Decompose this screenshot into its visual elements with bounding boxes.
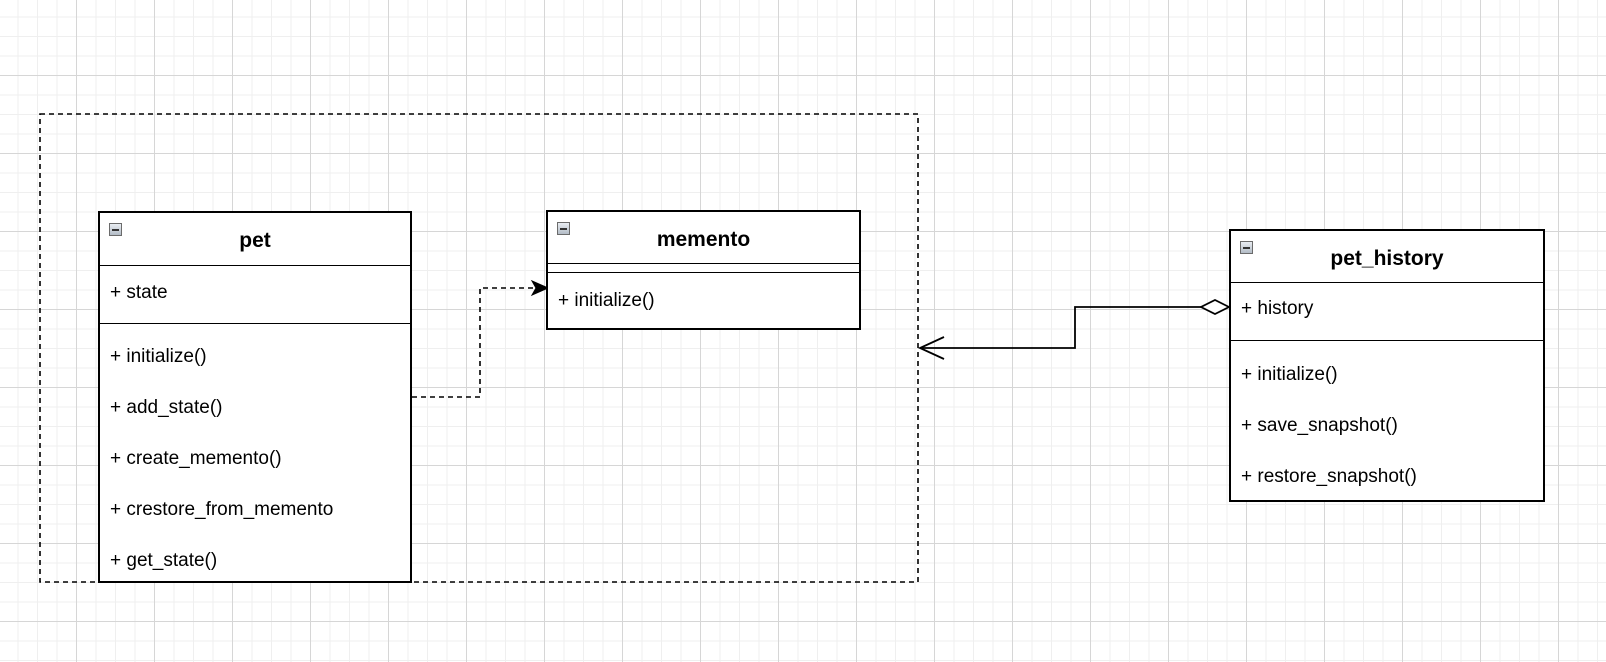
class-pet-history-operations: + initialize() + save_snapshot() + resto…: [1231, 341, 1543, 502]
operation-row[interactable]: + initialize(): [1241, 364, 1338, 385]
collapse-minus-icon[interactable]: [109, 223, 122, 236]
collapse-minus-icon[interactable]: [1240, 241, 1253, 254]
class-pet-history-header[interactable]: pet_history: [1231, 231, 1543, 283]
operation-row[interactable]: + initialize(): [558, 290, 655, 311]
attribute-row[interactable]: + history: [1241, 298, 1314, 319]
association-connector: [920, 306, 1201, 349]
dependency-arrowhead: [530, 279, 550, 297]
class-memento[interactable]: memento + initialize(): [546, 210, 861, 330]
operation-row[interactable]: + create_memento(): [110, 448, 282, 469]
operation-row[interactable]: + get_state(): [110, 550, 218, 571]
class-memento-attributes: [548, 264, 859, 273]
class-pet-history[interactable]: pet_history + history + initialize() + s…: [1229, 229, 1545, 502]
operation-row[interactable]: + crestore_from_memento: [110, 499, 334, 520]
operation-row[interactable]: + save_snapshot(): [1241, 415, 1398, 436]
class-pet-operations: + initialize() + add_state() + create_me…: [100, 324, 410, 586]
aggregation-diamond: [1198, 298, 1232, 316]
attribute-row[interactable]: + state: [110, 282, 168, 303]
class-pet-title: pet: [239, 229, 271, 252]
class-memento-operations: + initialize(): [548, 273, 859, 325]
class-memento-title: memento: [656, 228, 751, 251]
class-pet[interactable]: pet + state + initialize() + add_state()…: [98, 211, 412, 583]
association-open-arrowhead: [917, 336, 945, 360]
operation-row[interactable]: + initialize(): [110, 346, 207, 367]
class-memento-header[interactable]: memento: [548, 212, 859, 264]
collapse-minus-icon[interactable]: [557, 222, 570, 235]
operation-row[interactable]: + restore_snapshot(): [1241, 466, 1417, 487]
operation-row[interactable]: + add_state(): [110, 397, 223, 418]
class-pet-header[interactable]: pet: [100, 213, 410, 266]
class-pet-history-title: pet_history: [1330, 247, 1444, 270]
class-pet-attributes: + state: [100, 266, 410, 324]
dependency-connector: [412, 287, 533, 398]
class-pet-history-attributes: + history: [1231, 283, 1543, 341]
